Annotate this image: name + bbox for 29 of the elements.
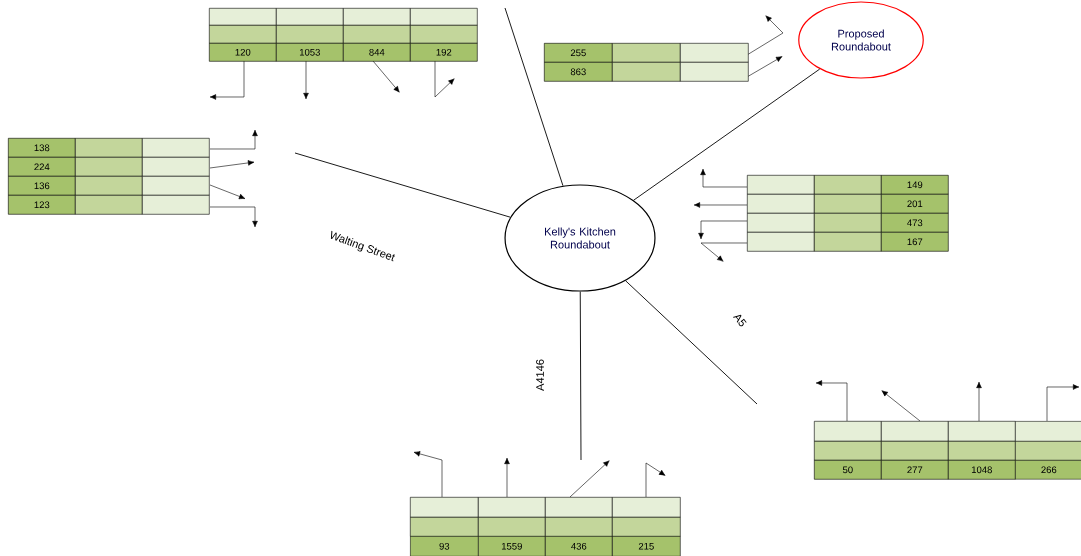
table-cell: 120 — [209, 43, 277, 62]
table-cell: 167 — [881, 232, 949, 252]
table-cell: 863 — [544, 62, 613, 82]
table-cell: 93 — [410, 536, 479, 556]
table-cell: 192 — [410, 43, 478, 62]
road-line — [633, 68, 821, 201]
table-cell: 138 — [8, 138, 76, 158]
road-name: A4146 — [536, 359, 544, 391]
table-cell: 123 — [8, 195, 76, 215]
road-line — [504, 7, 564, 187]
table-cell: 1053 — [276, 43, 344, 62]
road-line — [625, 280, 758, 405]
table-cell: 136 — [8, 176, 76, 196]
table-cell: 224 — [8, 157, 76, 177]
table-cell: 215 — [612, 536, 681, 556]
table-cell: 201 — [881, 194, 949, 214]
road-line — [579, 291, 582, 461]
table-cell: 266 — [1015, 460, 1081, 480]
table-cell: 149 — [881, 175, 949, 195]
table-cell: 436 — [545, 536, 613, 556]
table-cell: 1048 — [948, 460, 1016, 480]
road-name: A5 — [732, 314, 747, 327]
table-cell: 50 — [814, 460, 882, 480]
table-cell: 473 — [881, 213, 949, 233]
table-cell: 277 — [881, 460, 949, 480]
table-cell: 1559 — [478, 536, 546, 556]
table-cell: 255 — [544, 43, 613, 63]
table-cell: 844 — [343, 43, 411, 62]
road-line — [294, 152, 511, 218]
